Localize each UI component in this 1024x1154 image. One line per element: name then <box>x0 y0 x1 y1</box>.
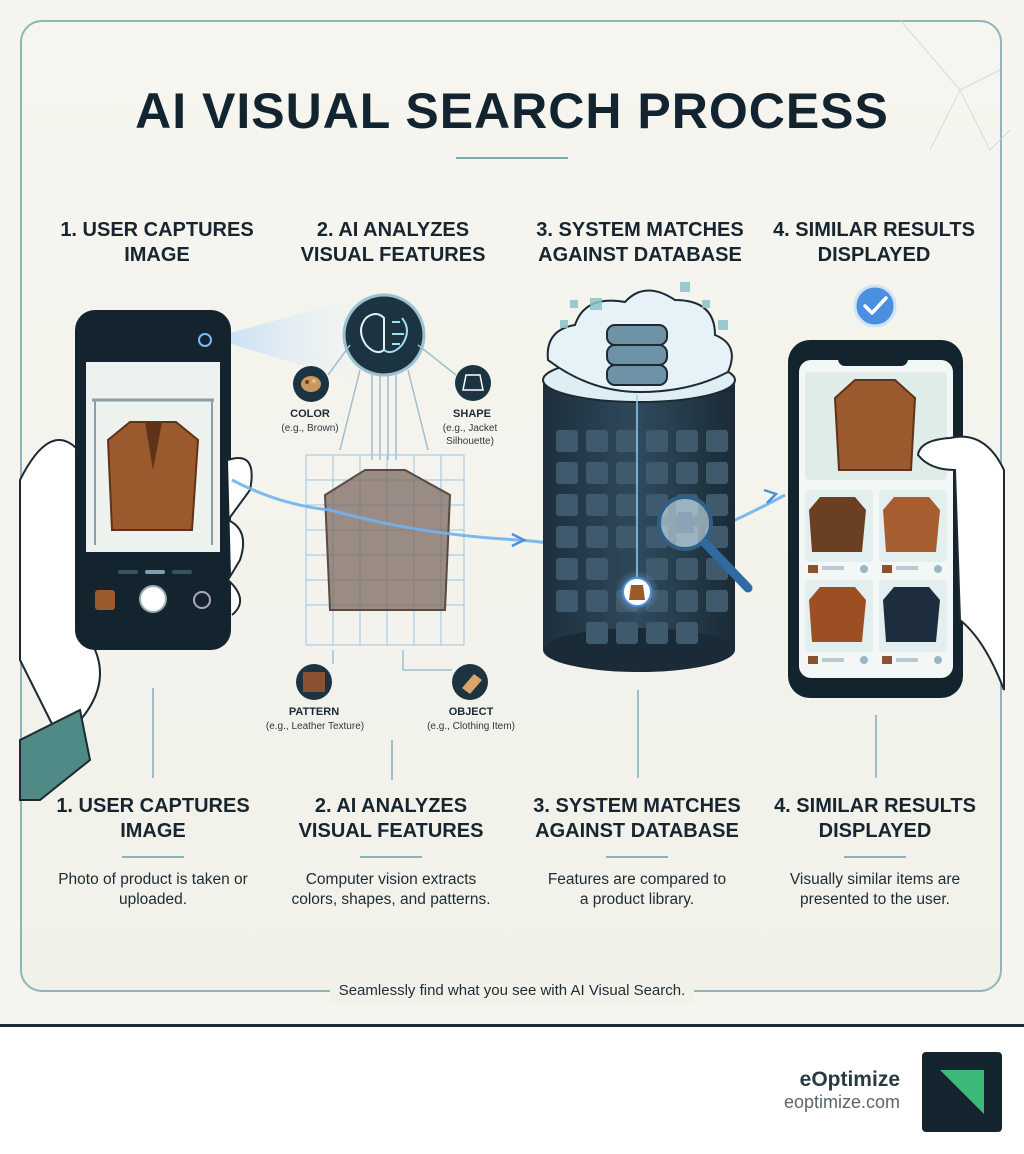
brand-url[interactable]: eoptimize.com <box>783 1092 900 1112</box>
step-1-heading-top: 1. User Captures Image <box>60 219 254 266</box>
magnifier-icon <box>657 495 753 593</box>
step-2-heading-top: 2. AI Analyzes Visual Features <box>300 219 486 266</box>
brain-icon <box>342 293 426 377</box>
database-cylinder <box>542 289 736 672</box>
jacket-wireframe <box>323 469 452 611</box>
pattern-example: (e.g., Leather Texture) <box>265 721 365 732</box>
step-4-divider <box>844 856 906 858</box>
step-3-heading: 3. System Matches Against Database <box>533 795 741 842</box>
step-3-heading-top: 3. System Matches Against Database <box>536 219 744 266</box>
footer-tagline-background <box>330 980 694 1004</box>
connector-line-2 <box>391 740 393 780</box>
phone-results <box>788 340 963 698</box>
step-4-heading: 4. Similar Results Displayed <box>774 795 976 842</box>
step-1-divider <box>122 856 184 858</box>
connector-line-3 <box>637 690 639 778</box>
network-decoration <box>899 19 1011 151</box>
connector-line-4 <box>875 715 877 778</box>
pattern-label: PATTERN <box>288 706 340 718</box>
color-feature-icon <box>293 366 329 402</box>
shape-example: (e.g., Jacket Silhouette) <box>442 423 498 447</box>
color-example: (e.g., Brown) <box>281 423 339 434</box>
color-label: COLOR <box>290 408 330 420</box>
hand-right <box>916 435 1005 691</box>
step-1-heading: 1. User Captures Image <box>56 795 250 842</box>
step-1-description: Photo of product is taken or uploaded. <box>58 871 248 908</box>
step-2-divider <box>360 856 422 858</box>
data-particles <box>560 282 728 330</box>
phone-capture <box>75 310 231 650</box>
shape-feature-icon <box>455 365 491 401</box>
pattern-feature-icon <box>296 664 332 700</box>
scan-beam <box>212 300 350 380</box>
step-4-description: Visually similar items are presented to … <box>789 871 961 908</box>
brand-logo-icon[interactable] <box>922 1052 1002 1132</box>
title-underline <box>456 157 568 159</box>
step-3-divider <box>606 856 668 858</box>
shape-label: SHAPE <box>453 408 491 420</box>
page-title: AI VISUAL SEARCH PROCESS <box>135 83 889 139</box>
step-2-heading: 2. AI Analyzes Visual Features <box>298 795 484 842</box>
brand-name: eOptimize <box>799 1068 900 1091</box>
object-example: (e.g., Clothing Item) <box>427 721 515 732</box>
footer-tagline: Seamlessly find what you see with AI Vis… <box>338 982 686 999</box>
step-4-heading-top: 4. Similar Results Displayed <box>773 219 975 266</box>
connector-line-1 <box>152 688 154 778</box>
object-label: OBJECT <box>448 706 494 718</box>
step-3-description: Features are compared to a product libra… <box>547 871 727 908</box>
step-2-description: Computer vision extracts colors, shapes,… <box>291 871 491 908</box>
brand-bar <box>0 1024 1024 1154</box>
checkmark-icon <box>853 284 897 328</box>
object-feature-icon <box>452 664 488 700</box>
